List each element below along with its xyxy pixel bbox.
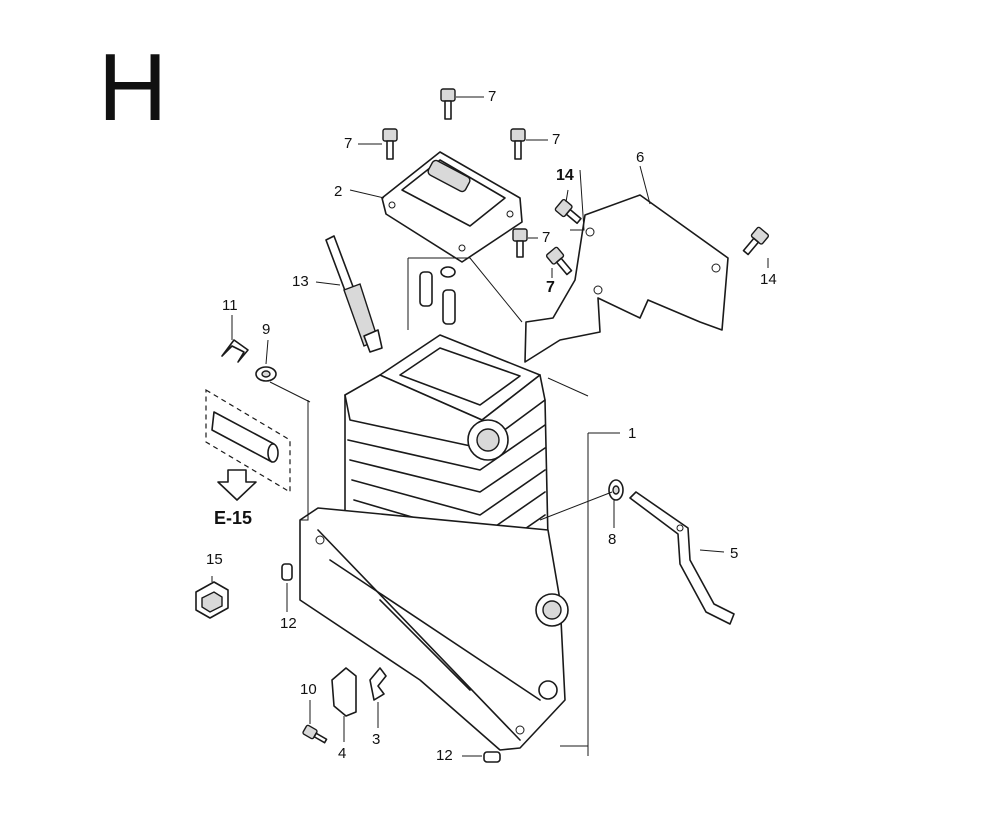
washer-part-8 xyxy=(608,479,624,501)
pin-part-12a xyxy=(281,563,293,581)
reference-box xyxy=(205,388,291,494)
callout-4: 4 xyxy=(338,745,347,762)
plate-part-4 xyxy=(331,667,357,717)
head-cover-part xyxy=(381,151,523,263)
callout-12a: 12 xyxy=(280,615,297,632)
callout-2: 2 xyxy=(334,183,343,200)
bracket-part xyxy=(524,194,729,363)
callout-7c: 7 xyxy=(552,131,561,148)
callout-8: 8 xyxy=(608,531,617,548)
callout-9: 9 xyxy=(262,321,271,338)
callout-6: 6 xyxy=(636,149,645,166)
callout-13: 13 xyxy=(292,273,309,290)
pin-part-12b xyxy=(483,751,501,763)
callout-14b: 14 xyxy=(760,271,777,288)
screw-part-10 xyxy=(302,724,328,744)
callout-5: 5 xyxy=(730,545,739,562)
arrow-down-icon xyxy=(217,469,257,501)
leader-lines xyxy=(211,96,769,757)
callout-1: 1 xyxy=(628,425,637,442)
section-letter: H xyxy=(98,34,168,141)
callout-3: 3 xyxy=(372,731,381,748)
spark-plug-part xyxy=(325,235,383,353)
callout-10: 10 xyxy=(300,681,317,698)
callout-7e: 7 xyxy=(546,279,555,296)
cylinder-block-part xyxy=(299,334,569,751)
bolt-parts-14 xyxy=(554,198,770,256)
callout-15: 15 xyxy=(206,551,223,568)
callout-12b: 12 xyxy=(436,747,453,764)
block-part-15 xyxy=(195,581,229,619)
reference-label: E-15 xyxy=(214,508,253,528)
bolt-parts-7 xyxy=(382,88,573,276)
callout-7a: 7 xyxy=(488,88,497,105)
rod-part xyxy=(629,491,735,625)
callout-7b: 7 xyxy=(344,135,353,152)
clip-part xyxy=(221,339,249,363)
clip-part-3 xyxy=(369,667,387,701)
callout-11: 11 xyxy=(222,297,238,314)
callout-7d: 7 xyxy=(542,229,551,246)
dowel-pins-top xyxy=(419,266,456,325)
callout-14a: 14 xyxy=(556,167,574,184)
washer-part-9 xyxy=(255,366,277,382)
